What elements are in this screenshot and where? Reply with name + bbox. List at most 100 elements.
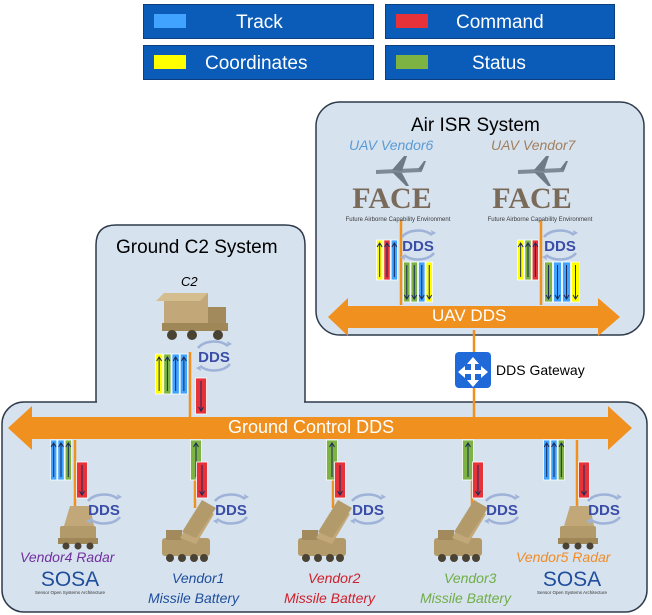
vendor1-label: Vendor1 <box>172 570 225 586</box>
legend-command: Command <box>385 4 615 39</box>
message-bar-arrow <box>156 356 163 391</box>
message-bar-arrow <box>329 442 335 477</box>
message-bar-arrow <box>337 465 343 496</box>
uav6-up-bars <box>376 239 398 281</box>
message-bar-arrow <box>525 242 531 277</box>
legend-status-label: Status <box>472 53 526 74</box>
message-bar-arrow <box>172 356 179 391</box>
air-isr-title: Air ISR System <box>411 115 540 136</box>
face-logo-1: FACE <box>352 182 431 215</box>
uav-vendor6-label: UAV Vendor6 <box>349 137 434 153</box>
legend-track: Track <box>143 4 374 39</box>
message-bar-arrow <box>475 465 481 496</box>
message-bar-arrow <box>532 242 539 277</box>
legend-status: Status <box>385 45 615 80</box>
c2-up-bars <box>155 353 188 395</box>
uav7-dds-badge: DDS <box>544 238 576 255</box>
face-subtitle-2: Future Airborne Capability Environment <box>488 217 593 223</box>
message-bar-arrow <box>50 442 57 477</box>
face-subtitle-1: Future Airborne Capability Environment <box>346 217 451 223</box>
message-bar-arrow <box>551 442 557 477</box>
c2-node-label: C2 <box>181 274 198 289</box>
sosa-logo-1: SOSA <box>41 568 99 591</box>
message-bar-arrow <box>58 442 64 477</box>
v5-down-bars <box>578 461 590 499</box>
uav7-up-bars <box>517 239 539 281</box>
legend-track-label: Track <box>236 12 283 33</box>
vendor5-radar-label: Vendor5 Radar <box>516 549 611 565</box>
message-bar-arrow <box>391 242 398 277</box>
message-bar-arrow <box>65 442 72 477</box>
uav-dds-bus <box>328 298 620 336</box>
uav6-down-bars <box>403 261 433 303</box>
sosa-subtitle-1: Sensor Open Systems Architecture <box>35 590 106 595</box>
ground-control-dds-bus <box>8 406 632 450</box>
message-bar-arrow <box>198 381 204 412</box>
v1-up-bars <box>190 439 202 481</box>
sosa-subtitle-2: Sensor Open Systems Architecture <box>537 590 608 595</box>
message-bar-arrow <box>376 242 383 277</box>
message-bar-arrow <box>465 442 471 477</box>
message-bar-arrow <box>426 265 433 300</box>
c2-down-bars <box>195 377 207 415</box>
message-bar-arrow <box>180 356 187 391</box>
message-bar-arrow <box>543 442 550 477</box>
v5-dds-badge: DDS <box>588 502 620 519</box>
legend-command-label: Command <box>456 12 544 33</box>
v2-dds-badge: DDS <box>352 502 384 519</box>
message-bar-arrow <box>193 442 199 477</box>
v1-dds-badge: DDS <box>215 502 247 519</box>
v4-dds-badge: DDS <box>88 502 120 519</box>
v3-up-bars <box>462 439 474 481</box>
message-bar-arrow <box>581 465 587 496</box>
sosa-logo-2: SOSA <box>543 568 601 591</box>
legend-coordinates: Coordinates <box>143 45 374 80</box>
message-bar-arrow <box>563 265 570 300</box>
v2-down-bars <box>334 461 346 499</box>
v4-up-bars <box>50 439 72 481</box>
v3-dds-badge: DDS <box>486 502 518 519</box>
vendor2-label: Vendor2 <box>308 570 361 586</box>
message-bars <box>50 239 590 499</box>
message-bar-arrow <box>517 242 524 277</box>
track-swatch-icon <box>154 14 186 28</box>
v4-down-bars <box>76 461 88 499</box>
air-isr-region <box>315 101 645 336</box>
message-bar-arrow <box>411 265 418 300</box>
v1-down-bars <box>196 461 208 499</box>
message-bar-arrow <box>164 356 171 391</box>
status-swatch-icon <box>396 55 428 69</box>
uav6-dds-badge: DDS <box>402 238 434 255</box>
vendor1-type-label: Missile Battery <box>148 590 240 606</box>
uav7-down-bars <box>544 261 580 303</box>
message-bar-arrow <box>545 265 552 300</box>
ground-control-dds-label: Ground Control DDS <box>228 417 395 437</box>
message-bar-arrow <box>418 265 425 300</box>
coordinates-swatch-icon <box>154 55 186 69</box>
vendor3-label: Vendor3 <box>444 570 497 586</box>
message-bar-arrow <box>384 242 390 277</box>
ground-region <box>1 401 648 613</box>
vendor4-radar-label: Vendor4 Radar <box>20 549 115 565</box>
uav-vendor7-label: UAV Vendor7 <box>491 137 576 153</box>
message-bar-arrow <box>199 465 205 496</box>
command-swatch-icon <box>396 14 428 28</box>
c2-dds-badge: DDS <box>198 349 230 366</box>
c2-truck-icon <box>156 293 228 340</box>
v5-up-bars <box>543 439 565 481</box>
vendor3-type-label: Missile Battery <box>420 590 512 606</box>
v3-down-bars <box>472 461 484 499</box>
dds-gateway-icon[interactable] <box>455 352 491 388</box>
message-bar-arrow <box>558 442 565 477</box>
message-bar-arrow <box>572 265 579 300</box>
vendor2-type-label: Missile Battery <box>284 590 376 606</box>
face-logo-2: FACE <box>492 182 571 215</box>
v2-up-bars <box>326 439 338 481</box>
uav-dds-bus-label: UAV DDS <box>432 306 507 325</box>
message-bar-arrow <box>403 265 410 300</box>
message-bar-arrow <box>79 465 85 496</box>
message-bar-arrow <box>554 265 561 300</box>
ground-c2-title: Ground C2 System <box>116 237 278 258</box>
dds-gateway-label: DDS Gateway <box>496 362 585 378</box>
